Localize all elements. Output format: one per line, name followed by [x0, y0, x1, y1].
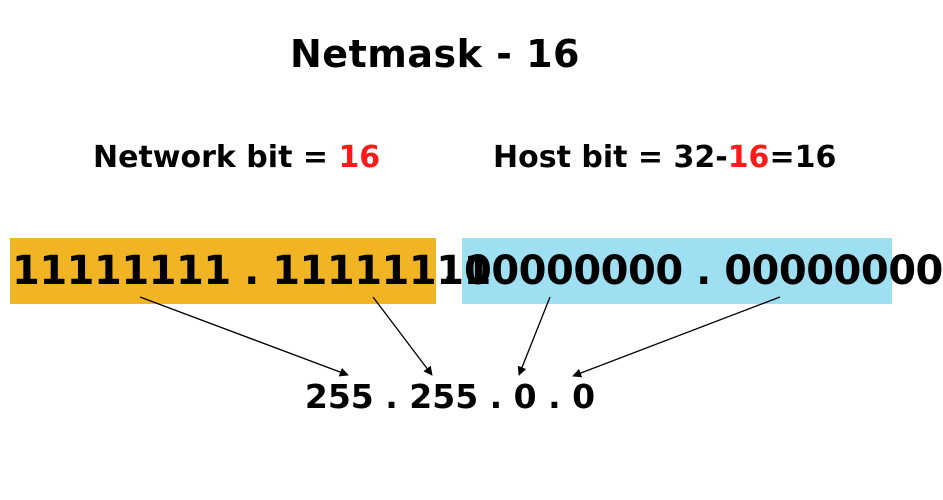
netmask-result: 255 . 255 . 0 . 0: [304, 377, 596, 416]
octet-separator: .: [442, 248, 458, 294]
arrow-octet-3: [517, 296, 551, 376]
network-bits-highlight: [10, 238, 436, 304]
host-bits-highlight: [462, 238, 892, 304]
diagram-title: Netmask - 16: [290, 32, 580, 76]
mapping-arrows: [139, 296, 781, 378]
arrow-octet-2: [372, 296, 433, 376]
network-bit-label: Network bit = 16: [93, 140, 380, 175]
host-bit-suffix: =16: [769, 140, 837, 175]
arrow-octet-4: [572, 296, 781, 378]
host-bit-prefix: Host bit = 32-: [493, 140, 728, 175]
host-bits: 00000000 . 00000000: [464, 248, 943, 294]
network-bits: 11111111 . 11111111: [12, 248, 491, 294]
network-bit-prefix: Network bit =: [93, 140, 339, 175]
host-bit-value: 16: [727, 140, 770, 175]
network-bit-value: 16: [338, 140, 381, 175]
host-bit-label: Host bit = 32-16=16: [493, 140, 836, 175]
arrow-octet-1: [139, 296, 349, 377]
